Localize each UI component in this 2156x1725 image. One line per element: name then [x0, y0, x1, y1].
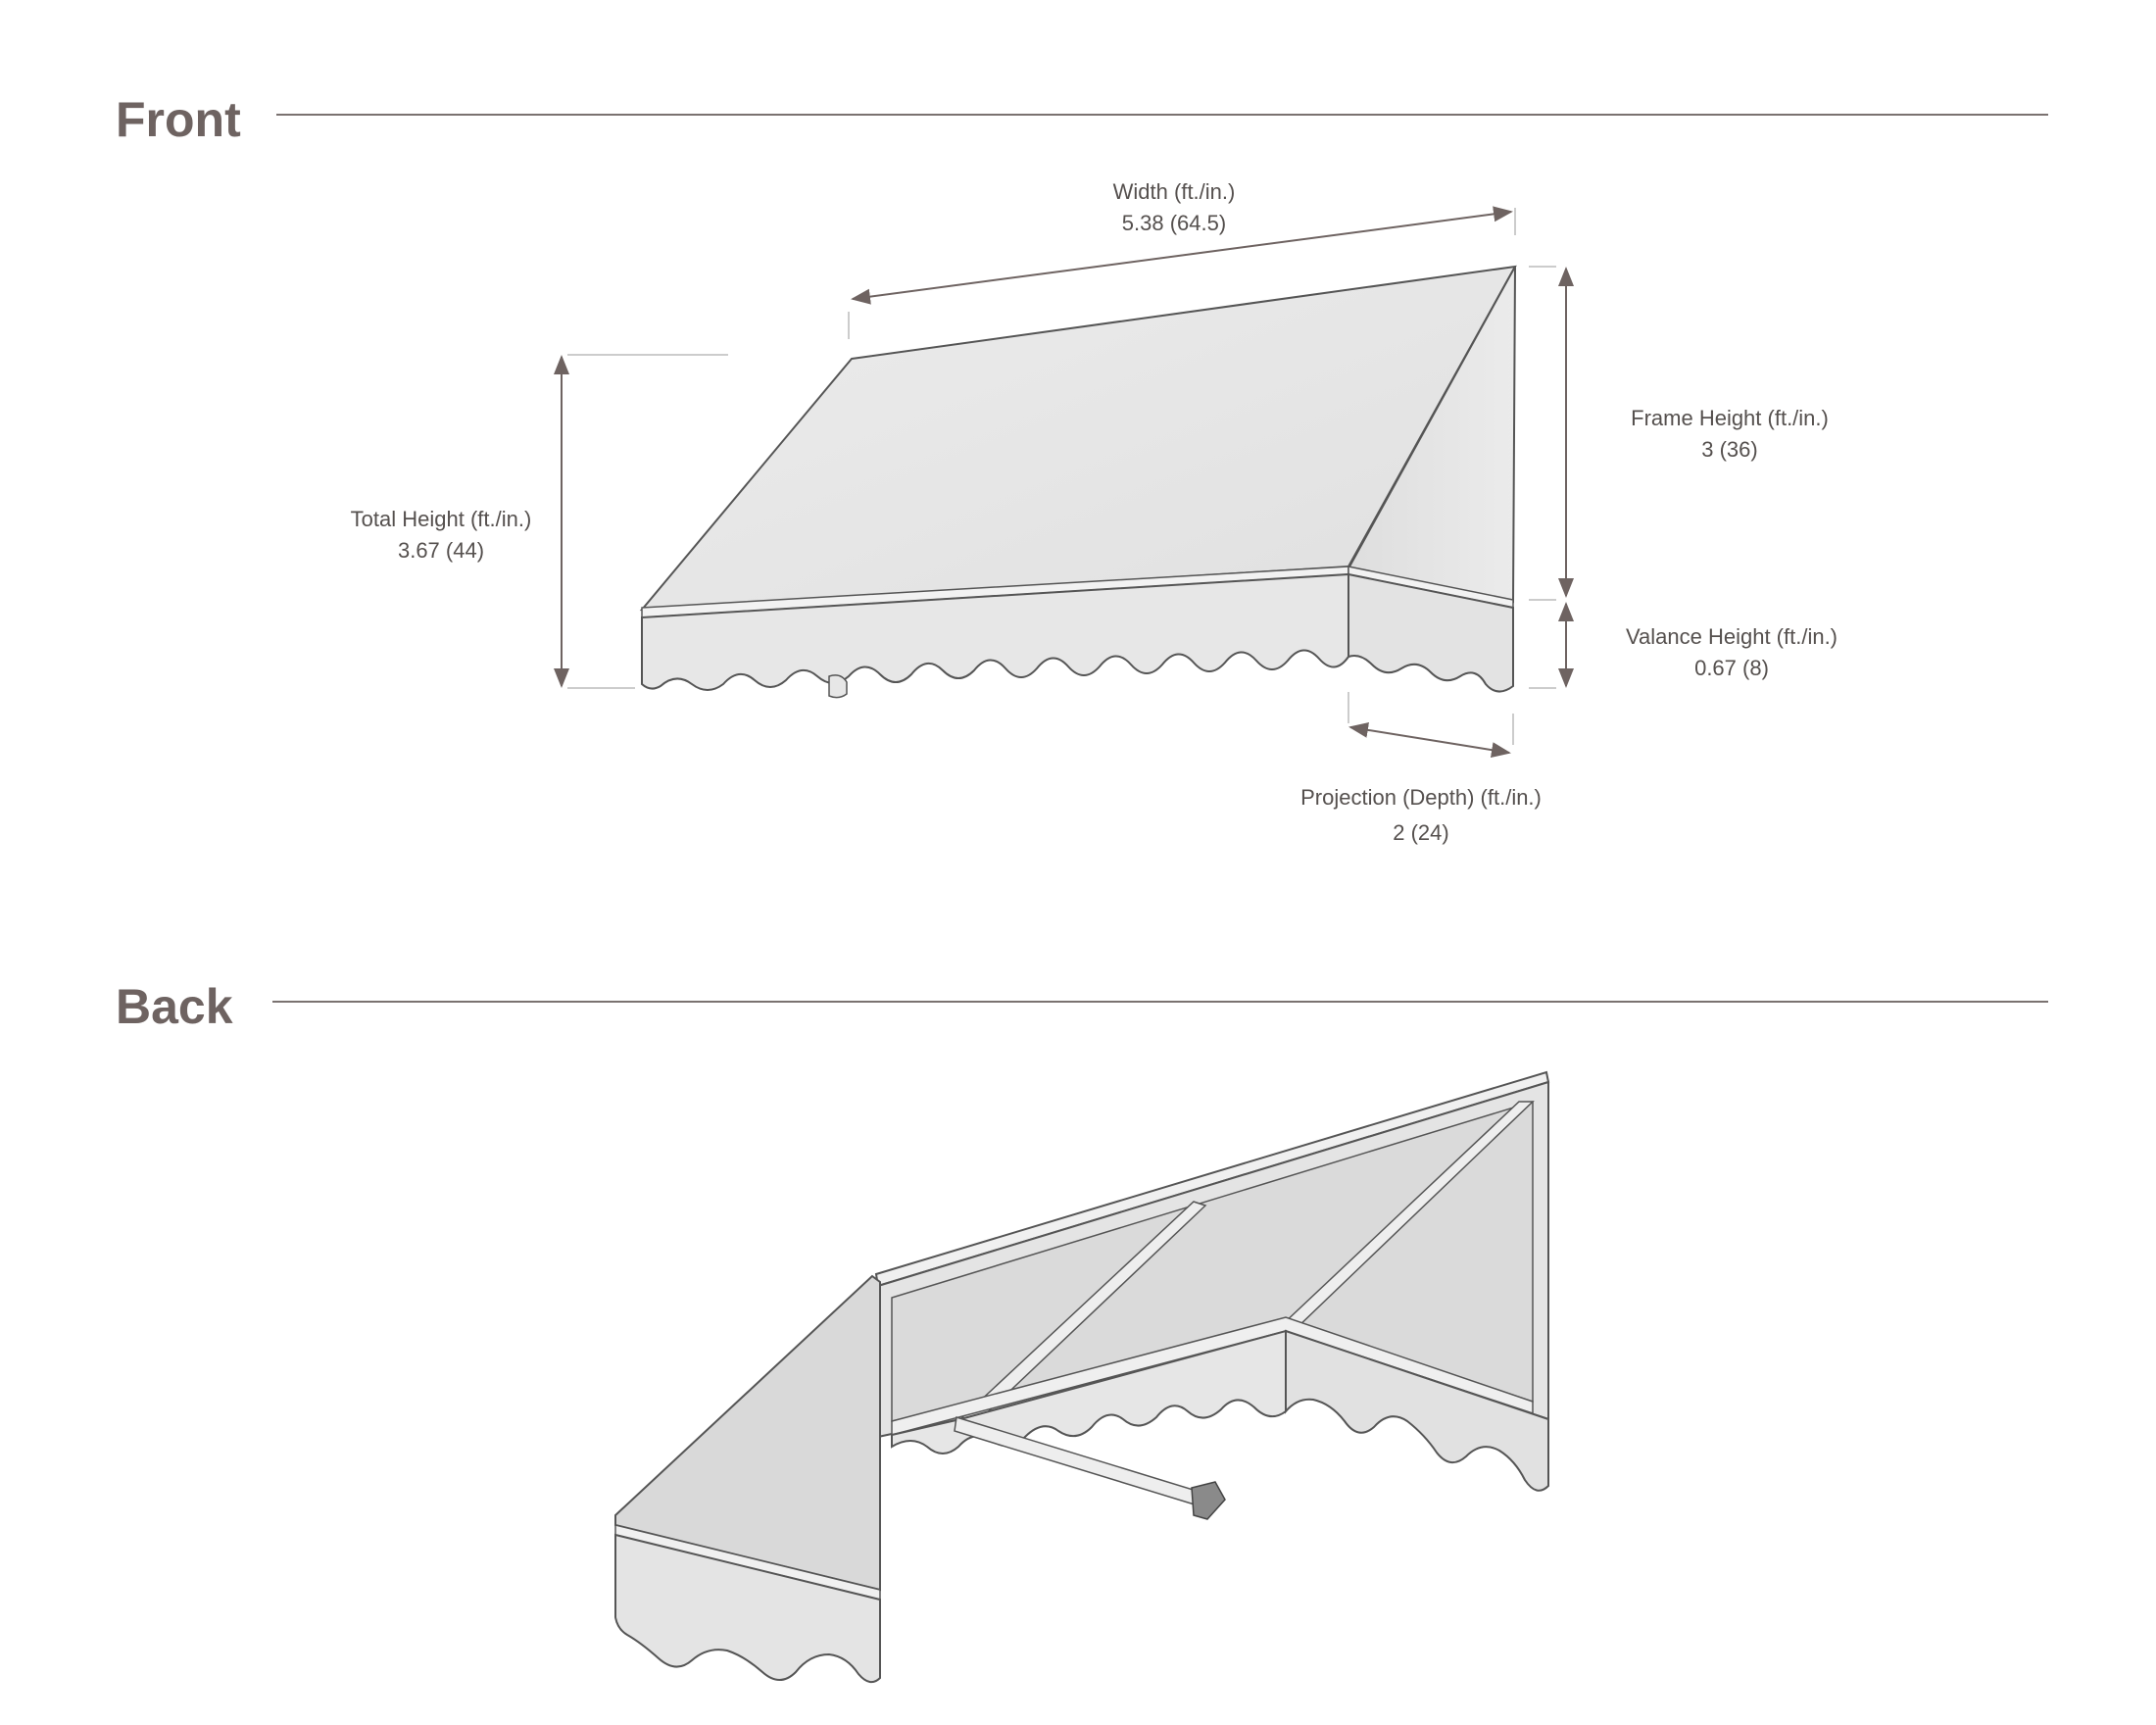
- front-section-divider: [276, 114, 2048, 116]
- total-height-value-text: 3.67 (44): [397, 538, 485, 563]
- frame-height-value-text: 3 (36): [1701, 437, 1758, 462]
- width-dimension-arrow: [851, 206, 1513, 305]
- front-valance: [641, 572, 1349, 691]
- width-dimension-label: Width (ft./in.) 5.38 (64.5): [1027, 176, 1321, 239]
- projection-value-text: 2 (24): [1393, 820, 1449, 845]
- side-valance: [1348, 572, 1514, 693]
- projection-label-text: Projection (Depth) (ft./in.): [1300, 785, 1542, 810]
- back-section-divider: [272, 1001, 2048, 1003]
- frame-height-dimension-label: Frame Height (ft./in.) 3 (36): [1583, 403, 1877, 466]
- projection-dimension-arrow: [1348, 721, 1511, 759]
- valance-height-label-text: Valance Height (ft./in.): [1625, 624, 1838, 649]
- projection-dimension-label: Projection (Depth) (ft./in.) 2 (24): [1274, 780, 1568, 851]
- frame-height-label-text: Frame Height (ft./in.): [1631, 406, 1829, 430]
- total-height-dimension-label: Total Height (ft./in.) 3.67 (44): [294, 504, 588, 567]
- front-section-title: Front: [116, 92, 241, 147]
- back-side-valance: [614, 1533, 881, 1684]
- width-label-text: Width (ft./in.): [1112, 179, 1236, 204]
- valance-height-dimension-label: Valance Height (ft./in.) 0.67 (8): [1585, 621, 1879, 684]
- valance-height-value-text: 0.67 (8): [1694, 656, 1769, 680]
- width-value-text: 5.38 (64.5): [1121, 211, 1227, 235]
- total-height-label-text: Total Height (ft./in.): [350, 507, 532, 531]
- back-side-panel: [614, 1274, 881, 1592]
- back-valance-right: [1285, 1329, 1549, 1492]
- back-valance-left: [891, 1329, 1287, 1454]
- arm-bracket: [1191, 1481, 1226, 1520]
- back-section-title: Back: [116, 979, 233, 1034]
